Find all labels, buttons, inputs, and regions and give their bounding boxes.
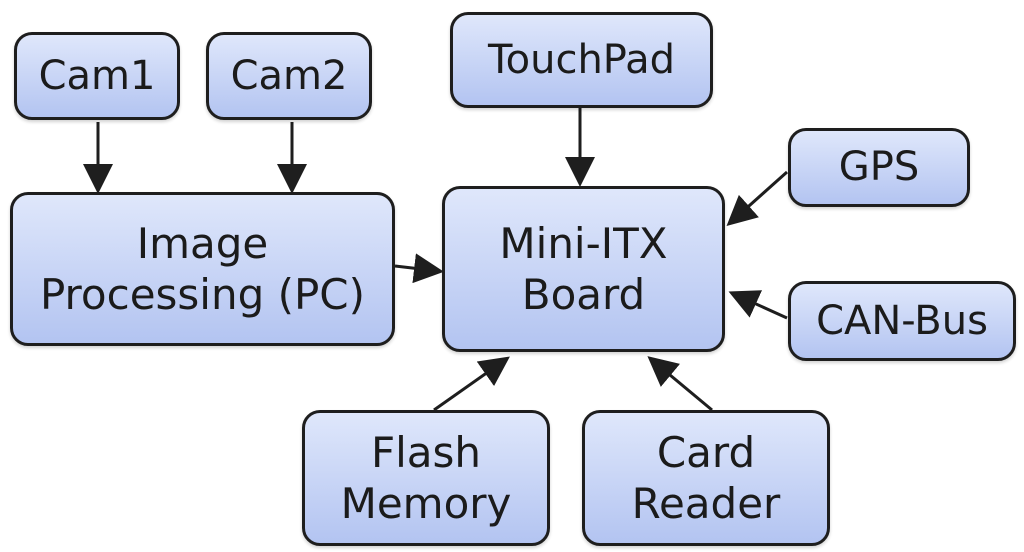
card-reader-node: Card Reader [582,410,830,546]
card-reader-label: Card Reader [631,427,781,528]
arrow-image-processing-to-mini-itx [394,253,444,284]
mini-itx-board-label: Mini-ITX Board [499,218,668,319]
cam2-node: Cam2 [206,32,372,120]
arrow-flash-memory-to-mini-itx [433,356,510,412]
touchpad-label: TouchPad [487,36,676,83]
image-processing-node: Image Processing (PC) [10,192,395,346]
touchpad-node: TouchPad [450,12,713,108]
arrow-card-reader-to-mini-itx [647,356,713,412]
image-processing-label: Image Processing (PC) [39,218,366,319]
flash-memory-node: Flash Memory [302,410,550,546]
gps-node: GPS [788,128,970,207]
cam2-label: Cam2 [230,52,348,99]
gps-label: GPS [838,144,920,191]
can-bus-node: CAN-Bus [788,281,1016,361]
mini-itx-board-node: Mini-ITX Board [442,186,725,352]
can-bus-label: CAN-Bus [816,297,988,344]
cam1-label: Cam1 [38,52,156,99]
cam1-node: Cam1 [14,32,180,120]
arrow-can-bus-to-mini-itx [728,290,788,320]
arrow-gps-to-mini-itx [726,170,788,226]
flash-memory-label: Flash Memory [340,427,512,528]
